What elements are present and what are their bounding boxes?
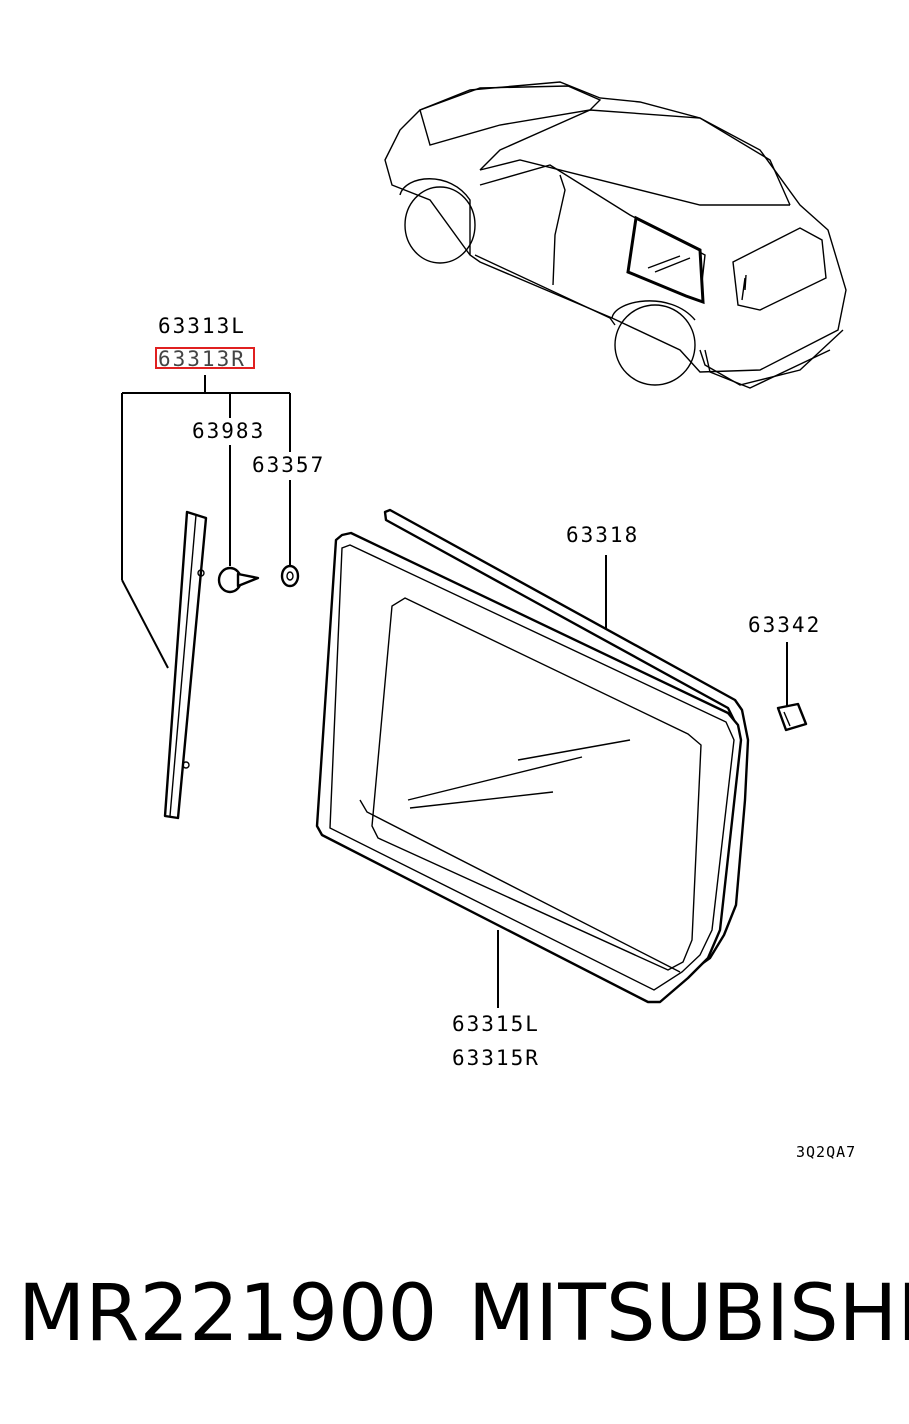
part-number: MR221900: [18, 1269, 437, 1359]
label-63983: 63983: [192, 419, 265, 443]
fastener-part: [776, 702, 808, 732]
pillar-molding-part: [163, 510, 208, 820]
vehicle-illustration: [384, 81, 847, 389]
quarter-glass-part: [315, 531, 743, 1004]
label-63342: 63342: [748, 613, 821, 637]
brand-name: MITSUBISHI: [468, 1269, 909, 1359]
nut-part: [280, 564, 300, 588]
label-63357: 63357: [252, 453, 325, 477]
label-63318: 63318: [566, 523, 639, 547]
label-63313R: 63313R: [158, 347, 246, 371]
label-63315L: 63315L: [452, 1012, 540, 1036]
clip-part: [217, 566, 260, 594]
leader-lines: [121, 375, 788, 1008]
label-63313L: 63313L: [158, 314, 246, 338]
label-63315R: 63315R: [452, 1046, 540, 1070]
highlight-box: [155, 347, 255, 369]
diagram-code: 3Q2QA7: [796, 1143, 856, 1161]
